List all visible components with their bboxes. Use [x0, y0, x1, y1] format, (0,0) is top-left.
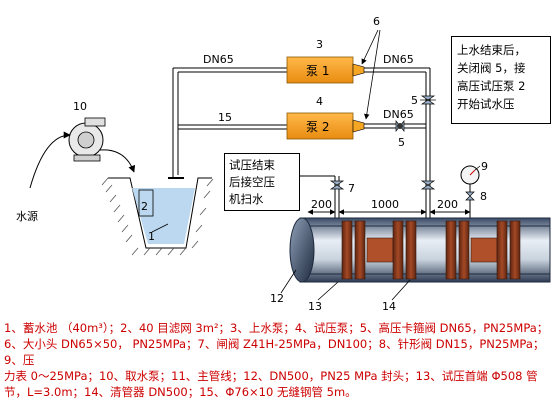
- gate-valve-7: [329, 180, 345, 190]
- main-pipe: [299, 217, 551, 283]
- pipeline-pig-1: [341, 220, 417, 280]
- label-1: 1: [148, 230, 155, 243]
- label-3: 3: [316, 38, 323, 51]
- label-8: 8: [480, 190, 487, 203]
- end-cap: [289, 217, 315, 283]
- valve-5-horizontal: [395, 120, 405, 132]
- label-15: 15: [218, 111, 232, 124]
- needle-valve-8: [465, 191, 475, 201]
- pump-2-label: 泵 2: [306, 120, 329, 134]
- label-13: 13: [308, 300, 322, 313]
- fill-complete-note: 上水结束后， 关闭阀 5，接 高压试压泵 2 开始试水压: [451, 36, 551, 124]
- reducer-1: [352, 63, 365, 77]
- pump-1-label: 泵 1: [306, 64, 329, 78]
- note-line: 机扫水: [229, 192, 264, 206]
- label-dn65-right1: DN65: [383, 53, 414, 66]
- legend-text: 1、蓄水池 （40m³）；2、40 目滤网 3m²；3、上水泵；4、试压泵；5、…: [4, 320, 558, 400]
- blow-out-note: 试压结束 后接空压 机扫水: [224, 153, 300, 211]
- label-9: 9: [481, 160, 488, 173]
- legend-line: 1、蓄水池 （40m³）；2、40 目滤网 3m²；3、上水泵；4、试压泵；5、…: [4, 321, 549, 335]
- label-2: 2: [141, 200, 148, 213]
- discharge-pipes: [300, 67, 431, 218]
- pipeline-pig-2: [445, 220, 521, 280]
- label-14: 14: [382, 300, 396, 313]
- pump-to-tank-arrow: [99, 149, 136, 173]
- filter-screen: [138, 189, 154, 217]
- fill-pump: [286, 56, 354, 84]
- note-line: 高压试压泵 2: [457, 79, 526, 93]
- label-5a: 5: [411, 94, 418, 107]
- suction-pipe: [168, 67, 287, 179]
- note-line: 上水结束后，: [457, 43, 526, 57]
- dim-200-right: 200: [437, 198, 458, 211]
- note-line: 试压结束: [229, 158, 275, 172]
- valve-right-vertical: [420, 180, 436, 190]
- label-7: 7: [348, 182, 355, 195]
- label-dn65-right2: DN65: [383, 108, 414, 121]
- note-line: 关闭阀 5，接: [457, 61, 526, 75]
- reducer-2: [352, 119, 365, 133]
- legend-line: 节，L=3.0m；14、清管器 DN500；15、Φ76×10 无缝钢管 5m。: [4, 385, 357, 399]
- water-tank: [101, 177, 214, 256]
- label-dn65-top: DN65: [203, 53, 234, 66]
- water-source-arrow: [29, 131, 71, 189]
- legend-line: 6、大小头 DN65×50， PN25MPa；7、闸阀 Z41H-25MPa，D…: [4, 337, 545, 367]
- note-line: 开始试水压: [457, 97, 515, 111]
- test-pump: [286, 112, 354, 140]
- intake-pump: [68, 117, 106, 162]
- dim-200-left: 200: [311, 198, 332, 211]
- label-4: 4: [316, 95, 323, 108]
- note-line: 后接空压: [229, 175, 275, 189]
- legend-line: 力表 0～25MPa；10、取水泵；11、主管线；12、DN500，PN25 M…: [4, 369, 538, 383]
- label-6: 6: [373, 15, 380, 28]
- label-5b: 5: [398, 136, 405, 149]
- valve-5-vertical: [420, 95, 436, 105]
- label-12: 12: [270, 292, 284, 305]
- water-source-label: 水源: [16, 209, 38, 223]
- dim-1000: 1000: [371, 198, 399, 211]
- label-10: 10: [73, 100, 87, 113]
